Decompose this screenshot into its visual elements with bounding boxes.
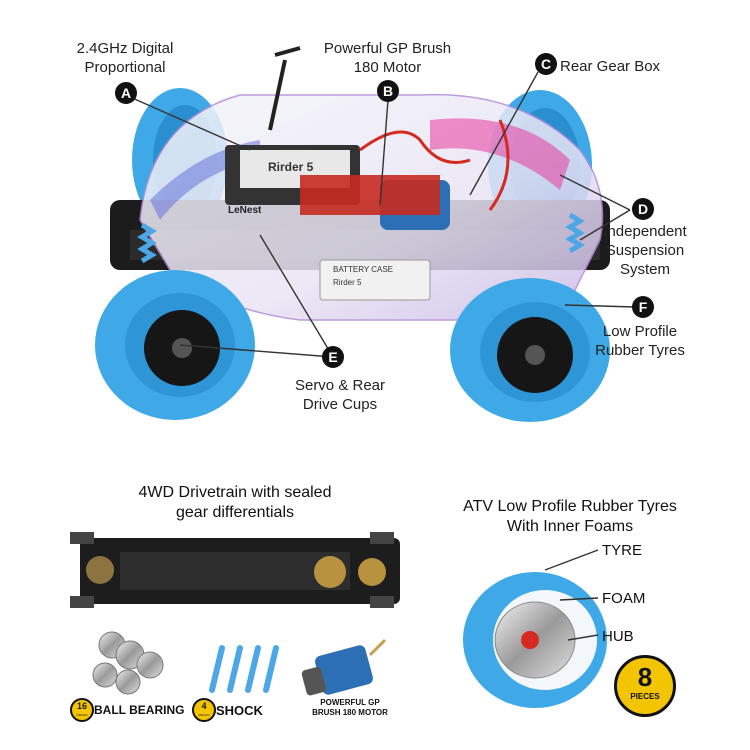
bearing-count-unit: PIECES xyxy=(76,713,88,717)
drivetrain-title-line2: gear differentials xyxy=(176,504,294,521)
callout-d-text: Independent Suspension System xyxy=(590,222,700,279)
callout-f-text: Low Profile Rubber Tyres xyxy=(585,322,695,360)
callout-a-badge: A xyxy=(115,82,137,104)
callout-d-badge: D xyxy=(632,198,654,220)
wires xyxy=(359,130,471,164)
callout-d-line1: Independent xyxy=(603,223,687,240)
tyre-section-title: ATV Low Profile Rubber Tyres With Inner … xyxy=(440,497,700,537)
callout-d-line3: System xyxy=(619,261,670,278)
callout-d-line2: Suspension xyxy=(605,242,685,259)
receiver-label: Rirder 5 xyxy=(268,160,314,174)
pieces-badge: 8 PIECES xyxy=(614,655,676,717)
shock-count-badge: 4 PIECES xyxy=(192,698,216,722)
callout-b-line1: Powerful GP Brush xyxy=(323,40,452,57)
tyre-label-foam: FOAM xyxy=(602,590,646,607)
motor xyxy=(300,175,450,230)
ball-bearings-image xyxy=(92,631,164,695)
drivetrain-title-line1: 4WD Drivetrain with sealed xyxy=(138,484,332,501)
callout-c-badge: C xyxy=(535,53,557,75)
callout-e-badge: E xyxy=(322,346,344,368)
tyre-title-line1: ATV Low Profile Rubber Tyres xyxy=(463,498,677,515)
callout-a-text: 2.4GHz Digital Proportional xyxy=(55,39,195,77)
callout-e-line1: Servo & Rear xyxy=(294,377,386,394)
drivetrain-title: 4WD Drivetrain with sealed gear differen… xyxy=(70,483,400,523)
callout-f-badge: F xyxy=(632,296,654,318)
callout-b-text: Powerful GP Brush 180 Motor xyxy=(305,39,470,77)
suspension-springs xyxy=(137,212,585,264)
pieces-number: 8 xyxy=(637,662,653,692)
callout-a-line2: Proportional xyxy=(84,59,166,76)
motor-label-line1: POWERFUL GP xyxy=(320,698,380,707)
pieces-text: PIECES xyxy=(630,692,660,701)
battery-model-label: Rirder 5 xyxy=(333,278,362,287)
shock-label: SHOCK xyxy=(216,703,263,718)
callout-lines xyxy=(129,71,636,358)
bearing-count-badge: 16 PIECES xyxy=(70,698,94,722)
tyre-label-hub: HUB xyxy=(602,628,634,645)
motor-image xyxy=(301,638,387,696)
tyre-label-lines xyxy=(544,549,599,641)
drivetrain-drawing xyxy=(70,532,400,608)
bearing-count: 16 xyxy=(76,701,87,711)
callout-c-text: Rear Gear Box xyxy=(560,58,661,75)
bearing-label: BALL BEARING xyxy=(94,703,185,717)
tyre-label-tyre: TYRE xyxy=(602,542,643,559)
battery-case xyxy=(319,259,431,301)
front-right-tyre xyxy=(450,278,610,422)
shock-count: 4 xyxy=(201,701,207,711)
antenna xyxy=(268,46,301,131)
tyre-title-line2: With Inner Foams xyxy=(506,518,634,535)
callout-b-line2: 180 Motor xyxy=(353,59,422,76)
callout-e-text: Servo & Rear Drive Cups xyxy=(265,376,415,414)
tyre-cutaway xyxy=(463,572,607,708)
front-left-tyre xyxy=(95,270,255,420)
callout-a-line1: 2.4GHz Digital xyxy=(76,40,174,57)
motor-label-line2: BRUSH 180 MOTOR xyxy=(312,708,388,717)
callout-e-line2: Drive Cups xyxy=(302,396,378,413)
callout-f-line1: Low Profile xyxy=(602,323,678,340)
brand-decal: LeNest xyxy=(228,205,262,216)
battery-case-label: BATTERY CASE xyxy=(333,265,394,274)
callout-b-badge: B xyxy=(377,80,399,102)
motor-label: POWERFUL GP BRUSH 180 MOTOR xyxy=(295,698,405,718)
shocks-image xyxy=(209,645,279,693)
callout-f-line2: Rubber Tyres xyxy=(595,342,685,359)
shock-count-unit: PIECES xyxy=(198,713,210,717)
wires-rear xyxy=(488,119,510,211)
